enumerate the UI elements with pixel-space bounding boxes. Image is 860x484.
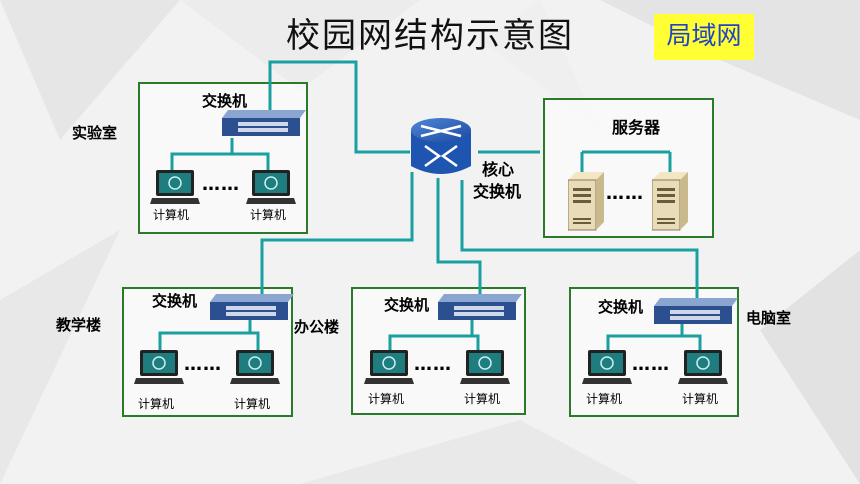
- server-ellipsis: ……: [606, 183, 644, 204]
- server-label: 服务器: [612, 118, 661, 137]
- office-switch-icon: [438, 294, 522, 320]
- laptop-icon: [230, 350, 280, 384]
- core-label-line1: 核心: [482, 160, 515, 179]
- laptop-icon: [246, 170, 296, 204]
- computer-room-computer-label-2: 计算机: [682, 392, 719, 406]
- laptop-icon: [150, 170, 200, 204]
- computer-room-switch-label: 交换机: [598, 298, 644, 316]
- lab-box: [138, 82, 308, 234]
- office-switch-label: 交换机: [384, 296, 430, 314]
- teaching-switch-label: 交换机: [152, 292, 198, 310]
- lab-computer-label-1: 计算机: [153, 208, 190, 222]
- laptop-icon: [364, 350, 414, 384]
- teaching-ellipsis: ……: [184, 354, 222, 375]
- laptop-icon: [582, 350, 632, 384]
- laptop-icon: [678, 350, 728, 384]
- teaching-computer-label-2: 计算机: [234, 397, 271, 411]
- computer-room-label: 电脑室: [746, 309, 792, 327]
- lab-computer-label-2: 计算机: [250, 208, 287, 222]
- server-icon: [568, 172, 604, 231]
- teaching-computer-label-1: 计算机: [138, 397, 175, 411]
- office-ellipsis: ……: [414, 354, 452, 375]
- lan-badge: 局域网: [654, 14, 754, 60]
- lab-switch-label: 交换机: [202, 92, 248, 110]
- core-label-line2: 交换机: [473, 182, 522, 201]
- server-icon: [652, 172, 688, 231]
- laptop-icon: [134, 350, 184, 384]
- computer-room-computer-label-1: 计算机: [586, 392, 623, 406]
- lab-label: 实验室: [72, 124, 118, 142]
- core-switch-icon: [411, 118, 471, 174]
- office-computer-label-1: 计算机: [368, 392, 405, 406]
- laptop-icon: [460, 350, 510, 384]
- page-title: 校园网结构示意图: [286, 16, 574, 56]
- office-computer-label-2: 计算机: [464, 392, 501, 406]
- office-label: 办公楼: [294, 318, 340, 336]
- lab-ellipsis: ……: [202, 174, 240, 195]
- lab-switch-icon: [222, 110, 306, 136]
- computer-room-switch-icon: [654, 298, 738, 324]
- teaching-label: 教学楼: [56, 316, 102, 334]
- teaching-switch-icon: [210, 294, 294, 320]
- computer-room-ellipsis: ……: [632, 354, 670, 375]
